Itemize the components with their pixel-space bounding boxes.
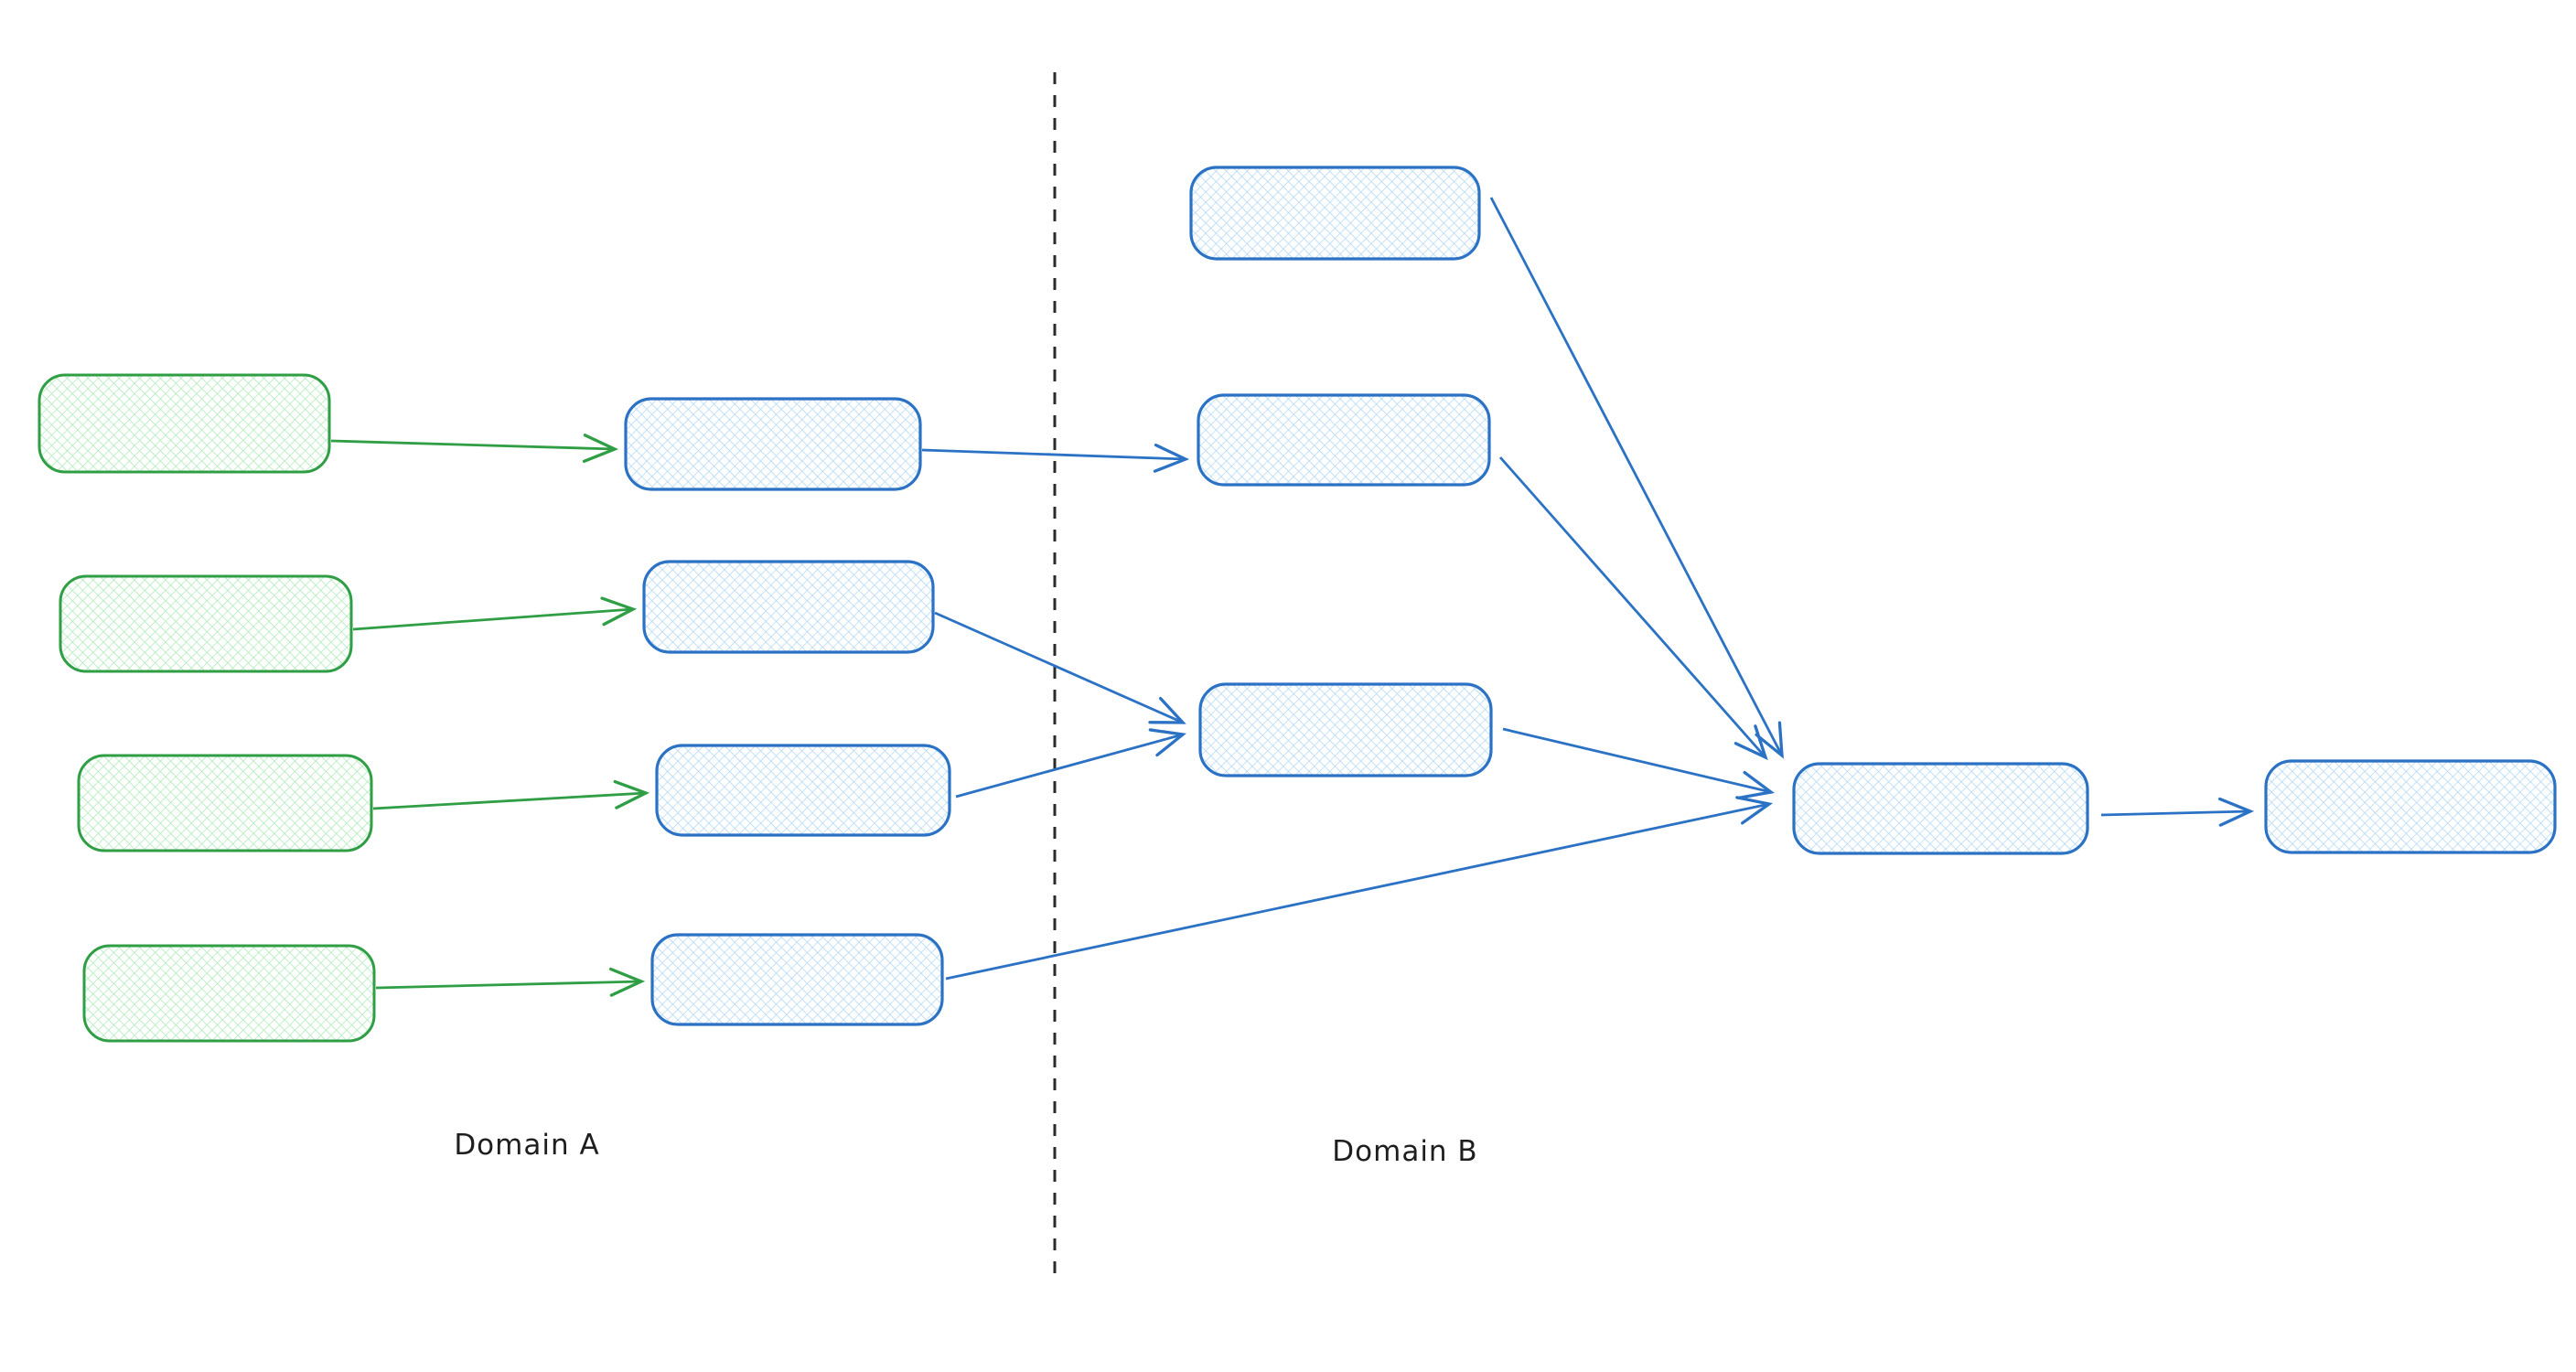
node-blue-b3 bbox=[1198, 682, 1493, 777]
node-green-1 bbox=[38, 373, 331, 474]
edge-blue-b1-to-blue-hub bbox=[1489, 197, 1784, 759]
node-blue-b2 bbox=[1197, 393, 1491, 487]
domain-b-label: Domain B bbox=[1332, 1135, 1477, 1168]
node-blue-b1 bbox=[1189, 166, 1481, 261]
node-green-2 bbox=[59, 574, 353, 673]
edges-layer bbox=[330, 197, 2255, 997]
node-blue-output bbox=[2264, 759, 2557, 854]
node-green-4 bbox=[82, 944, 376, 1043]
node-blue-a1 bbox=[624, 397, 922, 491]
edge-green-2-to-blue-a2 bbox=[352, 596, 638, 631]
node-blue-a3 bbox=[655, 744, 951, 837]
node-blue-hub bbox=[1792, 762, 2089, 855]
edge-blue-a4-to-blue-hub bbox=[945, 796, 1774, 981]
edge-blue-a1-to-blue-b2 bbox=[921, 443, 1190, 473]
node-blue-a2 bbox=[642, 560, 935, 654]
edge-blue-a3-to-blue-b3 bbox=[955, 728, 1187, 799]
node-green-3 bbox=[77, 754, 373, 852]
edge-green-3-to-blue-a3 bbox=[372, 779, 650, 810]
edge-green-1-to-blue-a1 bbox=[330, 434, 619, 463]
nodes-layer bbox=[38, 166, 2557, 1043]
edge-blue-a2-to-blue-b3 bbox=[934, 611, 1186, 724]
domain-a-label: Domain A bbox=[454, 1129, 599, 1162]
edge-green-4-to-blue-a4 bbox=[375, 967, 646, 997]
node-blue-a4 bbox=[650, 933, 944, 1026]
edge-blue-b3-to-blue-hub bbox=[1502, 727, 1776, 800]
edge-blue-hub-to-blue-output bbox=[2100, 797, 2255, 827]
edge-blue-b2-to-blue-hub bbox=[1498, 456, 1768, 761]
